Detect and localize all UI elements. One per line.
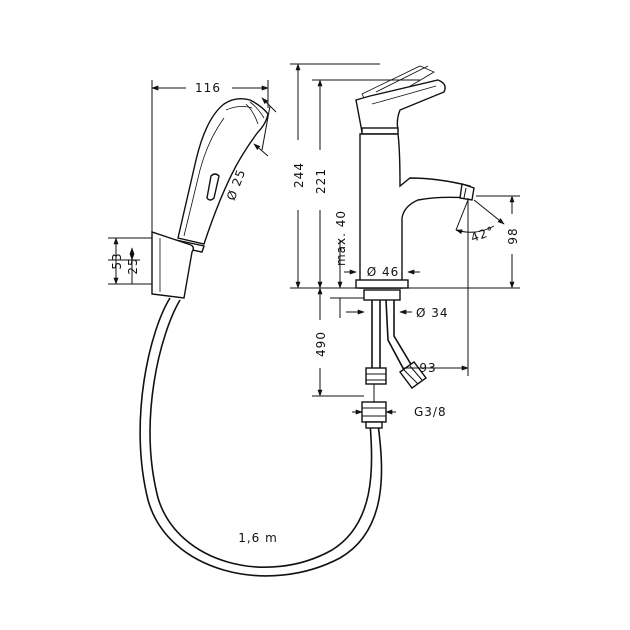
dim-spout-angle: 42° [455,199,505,245]
dim-holder: 53 25 [108,237,152,285]
label-93: 93 [419,361,436,375]
label-dia-34: Ø 34 [416,306,449,320]
dim-max-40: max. 40 [330,210,364,318]
label-116: 116 [195,81,221,95]
dim-93: 93 [402,198,469,376]
spray-trigger [206,173,220,201]
dim-spray-width: 116 [151,80,269,232]
label-hose-length: 1,6 m [238,531,278,545]
faucet [355,65,475,289]
dim-total-height: 244 [290,63,380,289]
dim-thread: G3/8 [352,405,447,419]
label-490: 490 [314,331,328,357]
hose [139,297,383,577]
label-dia-46: Ø 46 [367,265,400,279]
dim-spout-height: 98 [476,195,520,289]
label-98: 98 [506,227,520,244]
label-244: 244 [292,162,306,188]
dim-body-height: 221 [312,79,420,289]
label-max-40: max. 40 [334,210,348,266]
label-g38: G3/8 [414,405,447,419]
label-53: 53 [110,252,124,269]
dim-490: 490 [312,287,364,397]
dim-base-diameter: Ø 46 [344,265,420,279]
shower-holder [151,231,195,299]
label-25: 25 [126,257,140,274]
hand-shower [151,97,269,299]
label-42-deg: 42° [469,224,497,245]
label-221: 221 [314,168,328,194]
lever-handle [355,79,446,133]
dim-hole-diameter: Ø 34 [346,306,449,320]
spray-head [177,97,269,245]
